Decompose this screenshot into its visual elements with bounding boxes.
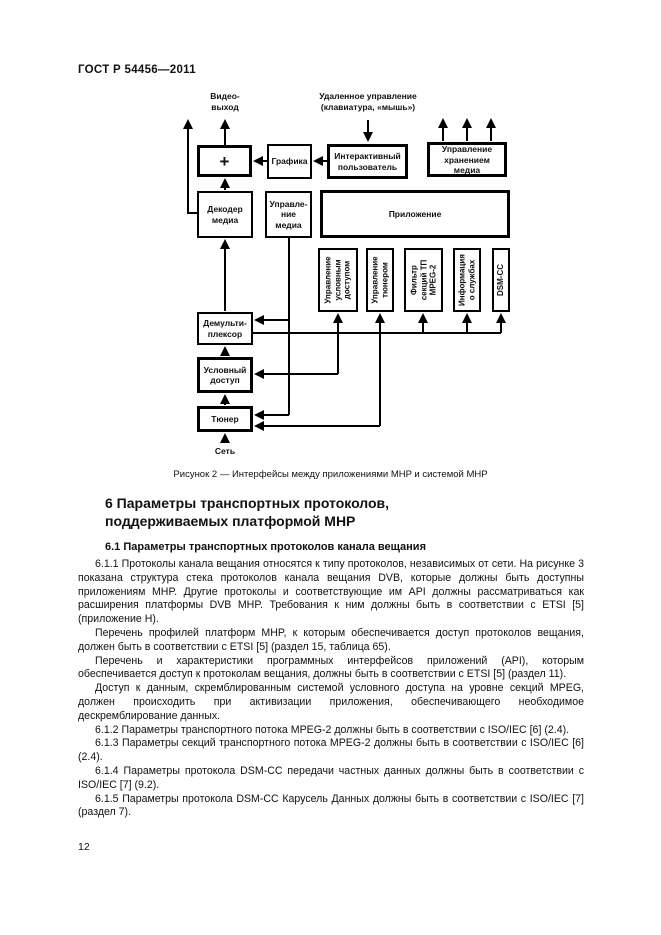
figure-caption: Рисунок 2 — Интерфейсы между приложениям… (173, 469, 488, 480)
box-interactive-user: Интерактивный пользователь (327, 144, 408, 179)
box-media-control: Управле- ние медиа (265, 191, 312, 238)
ts-section-filter-label: Фильтр секций ТП MPEG-2 (409, 259, 438, 301)
box-conditional-access: Условный доступ (197, 357, 253, 393)
video-out-label: Видео- выход (210, 91, 240, 112)
standard-number-header: ГОСТ Р 54456—2011 (78, 64, 196, 76)
section-6-title: 6 Параметры транспортных протоколов, под… (105, 495, 390, 529)
paragraph-6-1-5: 6.1.5 Параметры протокола DSM-CC Карусел… (78, 792, 584, 819)
box-service-information: Информация о службах (453, 248, 481, 312)
network-label: Сеть (214, 446, 236, 456)
box-media-storage-control: Управление хранением медиа (427, 142, 507, 177)
box-demultiplexer: Демульти- плексор (197, 312, 253, 345)
section-body: 6.1.1 Протоколы канала вещания относятся… (78, 558, 584, 820)
paragraph-6-1-3: 6.1.3 Параметры секций транспортного пот… (78, 737, 584, 764)
box-graphics: Графика (267, 144, 312, 179)
tuner-control-label: Управление тюнером (370, 256, 389, 304)
box-ts-section-filter: Фильтр секций ТП MPEG-2 (404, 248, 443, 312)
page-number: 12 (78, 841, 90, 853)
box-video-mixer-plus: + (197, 145, 252, 177)
service-information-label: Информация о службах (457, 254, 476, 306)
paragraph-api: Перечень и характеристики программных ин… (78, 654, 584, 681)
box-dsm-cc: DSM-CC (492, 248, 510, 312)
dsm-cc-label: DSM-CC (496, 264, 506, 296)
box-tuner-control: Управление тюнером (366, 248, 394, 312)
box-application: Приложение (320, 190, 510, 238)
paragraph-scrambled-access: Доступ к данным, скремблированным систем… (78, 682, 584, 722)
paragraph-6-1-4: 6.1.4 Параметры протокола DSM-CC передач… (78, 764, 584, 791)
paragraph-6-1-1: 6.1.1 Протоколы канала вещания относятся… (78, 558, 584, 626)
remote-control-label: Удаленное управление (клавиатура, «мышь»… (319, 91, 417, 112)
paragraph-6-1-2: 6.1.2 Параметры транспортного потока MPE… (95, 723, 570, 736)
box-tuner: Тюнер (197, 406, 253, 432)
subsection-6-1-title: 6.1 Параметры транспортных протоколов ка… (105, 541, 426, 553)
box-conditional-access-control: Управление условным доступом (318, 248, 358, 312)
paragraph-profiles: Перечень профилей платформ MHP, к которы… (78, 626, 584, 653)
conditional-access-control-label: Управление условным доступом (323, 256, 352, 304)
box-media-decoder: Декодер медиа (197, 191, 253, 238)
